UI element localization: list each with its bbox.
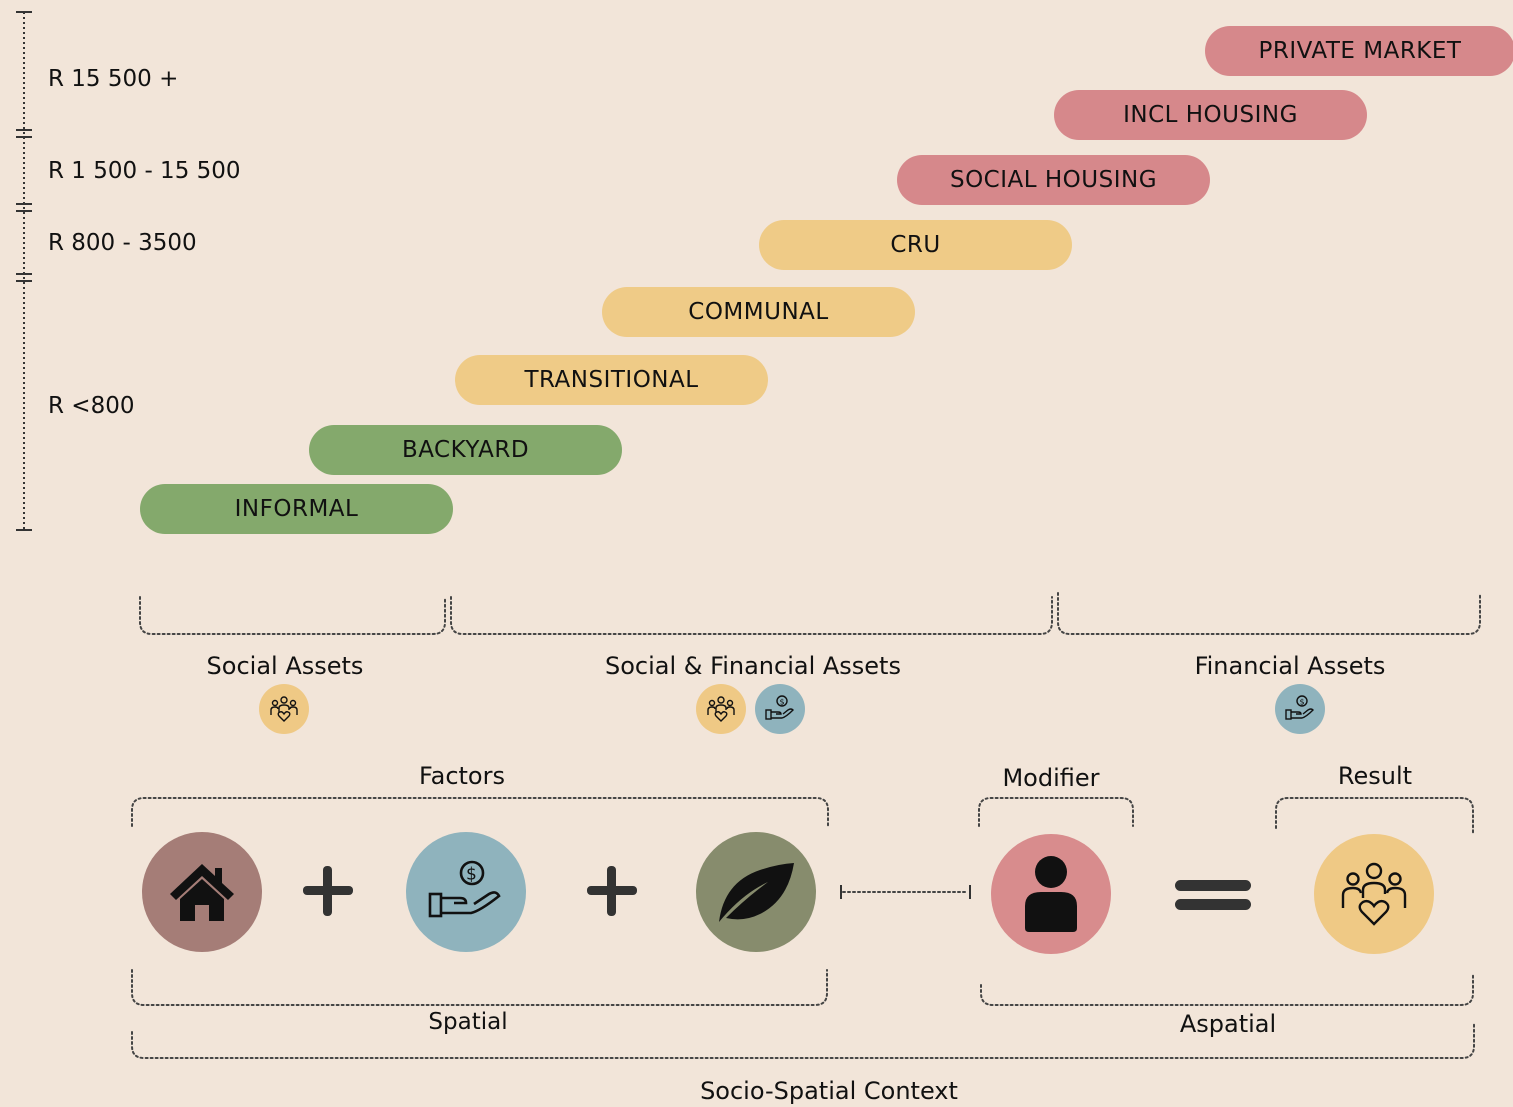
- equals-icon: [1175, 880, 1251, 910]
- svg-text:$: $: [780, 698, 785, 707]
- bracket-social-assets: [139, 596, 446, 635]
- spatial-label: Spatial: [428, 1009, 508, 1035]
- pill-informal: INFORMAL: [140, 484, 453, 534]
- social-financial-assets-label: Social & Financial Assets: [605, 652, 901, 680]
- house-icon: [142, 832, 262, 952]
- community-icon: [1314, 834, 1434, 954]
- pill-cru: CRU: [759, 220, 1072, 270]
- pill-social-housing: SOCIAL HOUSING: [897, 155, 1210, 205]
- bracket-spatial: [131, 969, 828, 1006]
- aspatial-label: Aspatial: [1179, 1010, 1277, 1038]
- financial-assets-label: Financial Assets: [1194, 652, 1386, 680]
- bracket-modifier: [978, 797, 1134, 827]
- bracket-context: [131, 1021, 1475, 1059]
- pill-private-market: PRIVATE MARKET: [1205, 26, 1513, 76]
- money-hand-icon: $: [406, 832, 526, 952]
- bracket-result: [1275, 797, 1474, 835]
- pill-incl-housing: INCL HOUSING: [1054, 90, 1367, 140]
- income-level-high: R 15 500 +: [48, 66, 179, 92]
- leaf-icon: [696, 832, 816, 952]
- factors-label: Factors: [419, 762, 505, 790]
- community-icon: [259, 684, 309, 734]
- income-level-low: R 800 - 3500: [48, 230, 197, 256]
- svg-text:$: $: [466, 865, 477, 885]
- money-hand-icon: $: [1275, 684, 1325, 734]
- socio-spatial-context-label: Socio-Spatial Context: [700, 1077, 958, 1105]
- community-icon: [696, 684, 746, 734]
- pill-transitional: TRANSITIONAL: [455, 355, 768, 405]
- pill-communal: COMMUNAL: [602, 287, 915, 337]
- svg-text:$: $: [1300, 698, 1305, 707]
- pill-backyard: BACKYARD: [309, 425, 622, 475]
- plus-icon: [587, 866, 637, 916]
- bracket-aspatial: [980, 974, 1474, 1006]
- bracket-social-financial: [450, 596, 1053, 635]
- plus-icon: [303, 866, 353, 916]
- modifier-label: Modifier: [1002, 764, 1100, 792]
- person-icon: [991, 834, 1111, 954]
- social-assets-label: Social Assets: [206, 652, 364, 680]
- money-hand-icon: $: [755, 684, 805, 734]
- income-level-lowest: R <800: [48, 393, 135, 419]
- bracket-factors: [131, 797, 829, 827]
- income-level-mid: R 1 500 - 15 500: [48, 158, 241, 184]
- result-label: Result: [1337, 762, 1413, 790]
- bracket-financial: [1057, 592, 1481, 635]
